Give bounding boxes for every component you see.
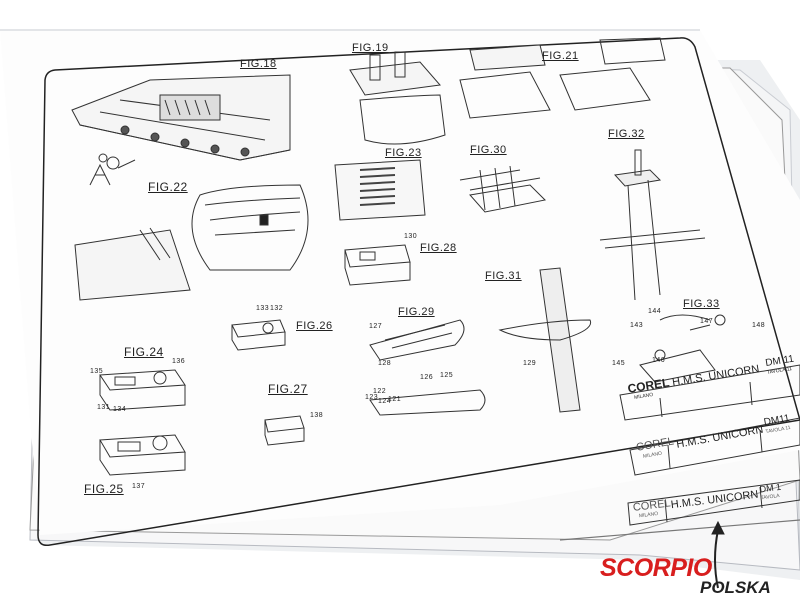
fig23-drawing	[334, 159, 426, 221]
fig32-drawing	[599, 149, 706, 301]
fig29-label: FIG.29	[398, 306, 435, 318]
part-number: 132	[270, 305, 284, 312]
part-number: 126	[420, 374, 434, 381]
part-number: 137	[132, 483, 146, 490]
fig33-drawing	[639, 314, 726, 383]
fig28-drawing	[344, 244, 411, 286]
part-number: 147	[700, 318, 714, 325]
logo-sub-text: POLSKA	[700, 578, 771, 597]
winch-drawing	[89, 153, 136, 186]
part-number: 129	[523, 360, 537, 367]
part-number: 143	[630, 322, 644, 329]
fig18-drawing	[71, 74, 291, 161]
logo-main-text: SCORPIO	[600, 554, 712, 582]
fig27-label: FIG.27	[268, 382, 308, 396]
fig18-label: FIG.18	[240, 58, 277, 70]
fig32-label: FIG.32	[608, 128, 645, 140]
part-number: 123	[365, 394, 379, 401]
fig19-21-drawing	[349, 37, 666, 145]
fig27-drawing	[264, 415, 305, 446]
fig30-label: FIG.30	[470, 144, 507, 156]
fig31-label: FIG.31	[485, 270, 522, 282]
scorpio-polska-logo: SCORPIO POLSKA	[600, 550, 800, 600]
title-block-frames	[619, 364, 800, 526]
part-number: 145	[612, 360, 626, 367]
part-number: 136	[172, 358, 186, 365]
fig31-drawing	[498, 267, 592, 413]
part-number: 148	[752, 322, 766, 329]
part-number: 133	[256, 305, 270, 312]
fig24-label: FIG.24	[124, 345, 164, 359]
fig25-label: FIG.25	[84, 482, 124, 496]
front-sheet	[0, 29, 800, 547]
fig24-drawing	[99, 369, 186, 411]
part-number: 122	[373, 388, 387, 395]
part-number: 130	[404, 233, 418, 240]
part-number: 125	[440, 372, 454, 379]
part-number: 134	[113, 406, 127, 413]
part-number: 135	[90, 368, 104, 375]
part-number: 144	[648, 308, 662, 315]
fig22-label: FIG.22	[148, 180, 188, 194]
fig26-drawing	[231, 319, 286, 351]
part-number: 128	[378, 360, 392, 367]
fig23-label: FIG.23	[385, 147, 422, 159]
fig26-label: FIG.26	[296, 320, 333, 332]
fig25-drawing	[99, 434, 186, 476]
part-number: 124	[378, 398, 392, 405]
fig29-drawing	[369, 319, 486, 416]
fig28-label: FIG.28	[420, 242, 457, 254]
part-number: 138	[310, 412, 324, 419]
fig19-label: FIG.19	[352, 42, 389, 54]
part-number: 127	[369, 323, 383, 330]
part-number: 121	[388, 396, 402, 403]
fig22-drawing	[74, 184, 309, 301]
scorpio-arrow	[711, 520, 725, 589]
fig33-label: FIG.33	[683, 298, 720, 310]
part-number: 131	[97, 404, 111, 411]
fig30-drawing	[459, 165, 547, 213]
fig21-label: FIG.21	[542, 50, 579, 62]
part-number: 146	[652, 357, 666, 364]
